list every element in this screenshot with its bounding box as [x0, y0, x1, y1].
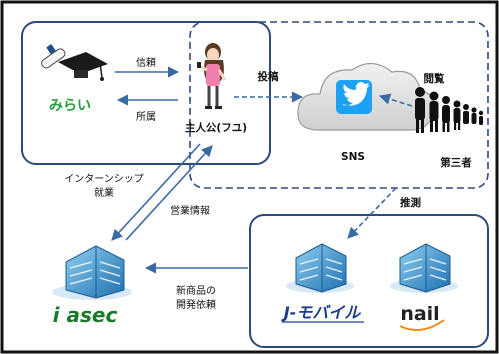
- mobile-label: J-モバイル: [281, 303, 362, 322]
- building-icon-mobile: [286, 243, 354, 293]
- view-label: 閲覧: [424, 72, 445, 85]
- internship-label-line2: 就業: [94, 186, 114, 199]
- internship-label-line1: インターンシップ: [64, 173, 144, 185]
- third-party-label: 第三者: [440, 156, 472, 169]
- building-icon-nail: [390, 243, 458, 293]
- trust-label: 信頼: [136, 57, 156, 69]
- dev-request-label-line2: 開発依頼: [176, 298, 216, 311]
- infer-arrow: [347, 187, 397, 239]
- internship-arrow: [111, 143, 201, 241]
- sales-info-arrow: [125, 145, 213, 241]
- belong-label: 所属: [136, 111, 156, 123]
- group-box-personal: [21, 21, 271, 165]
- sales-info-label: 営業情報: [170, 204, 210, 217]
- nail-swoosh: [399, 319, 445, 331]
- infer-label: 推測: [400, 196, 421, 209]
- mirai-label: みらい: [49, 98, 91, 114]
- protagonist-figure-icon: [197, 43, 227, 109]
- group-box-companies: [249, 214, 489, 348]
- protagonist-label: 主人公(フユ): [185, 121, 247, 134]
- group-box-sns: [189, 21, 489, 189]
- graduation-cap-icon: [41, 44, 108, 81]
- sns-label: SNS: [341, 151, 365, 163]
- view-arrow: [378, 93, 413, 107]
- post-label: 投稿: [258, 70, 279, 83]
- crowd-icon: [415, 87, 484, 133]
- twitter-bird-icon: [336, 80, 372, 114]
- iasec-label: i asec: [53, 303, 118, 327]
- building-icon-iasec: [52, 245, 132, 300]
- nail-label: nail: [400, 303, 439, 325]
- dev-request-label-line1: 新商品の: [176, 284, 216, 297]
